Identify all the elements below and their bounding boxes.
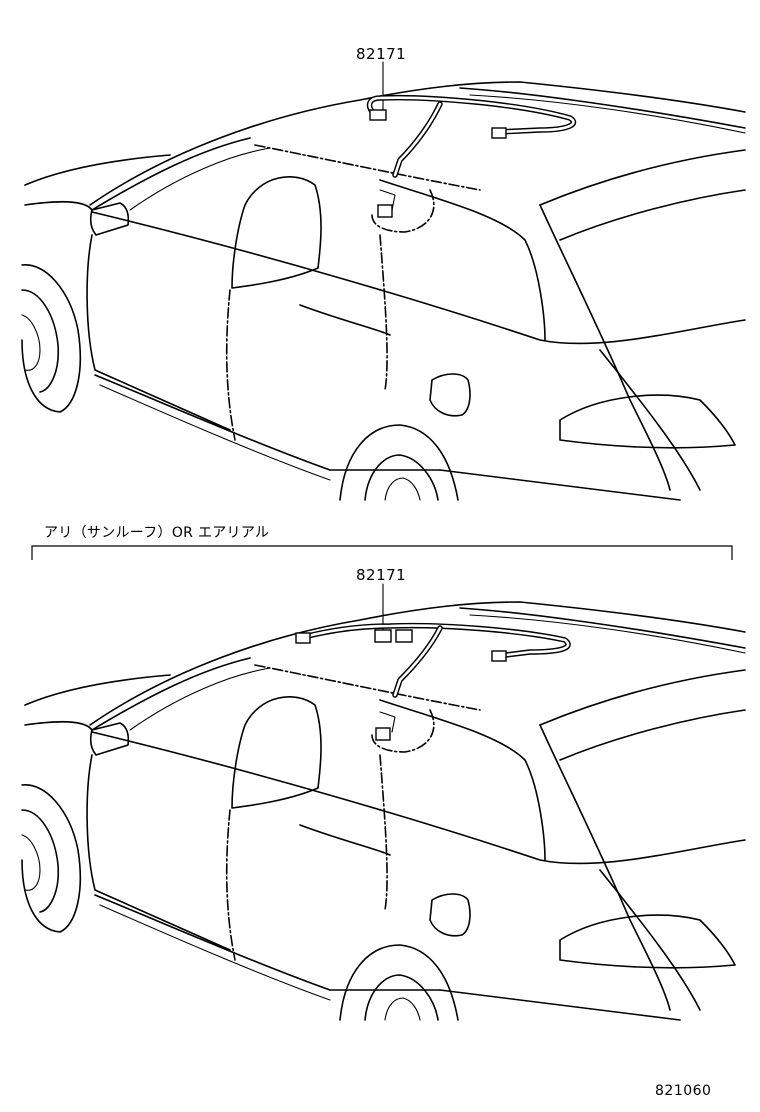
- variant-condition-label: アリ（サンルーフ）OR エアリアル: [44, 525, 270, 541]
- part-number-label-bottom: 82171: [356, 566, 407, 584]
- roof-wire-harness-bottom: [295, 622, 571, 741]
- car-view-top: [21, 61, 746, 501]
- part-number-label-top: 82171: [356, 45, 407, 63]
- variant-bracket: [31, 545, 733, 560]
- car-view-bottom: [21, 583, 746, 1021]
- figure-code: 821060: [655, 1083, 712, 1099]
- roof-wire-harness-top: [366, 94, 577, 218]
